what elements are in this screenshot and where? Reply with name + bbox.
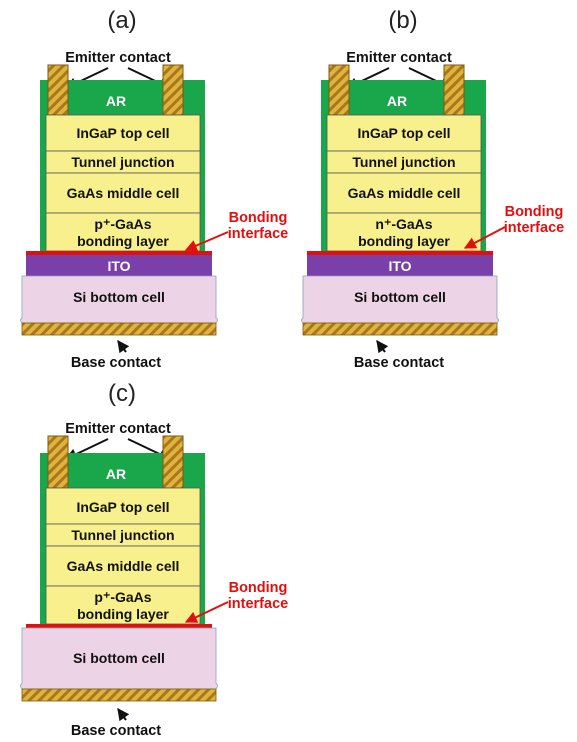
base-contact <box>302 322 498 336</box>
emitter-contact-label: Emitter contact <box>65 50 171 66</box>
emitter-contact-right <box>162 435 184 489</box>
iii-v-stack <box>326 114 482 252</box>
bonding-interface-arrow <box>184 231 229 252</box>
layer-label-ito: ITO <box>107 258 130 274</box>
bonding-interface-arrow <box>184 601 229 623</box>
layer-label-tunnel: Tunnel junction <box>352 154 455 170</box>
layer-label-middle-cell: GaAs middle cell <box>348 185 461 201</box>
emitter-contact-right <box>162 64 184 116</box>
layer-label-si-cell: Si bottom cell <box>354 289 446 305</box>
emitter-contact-left <box>47 64 69 116</box>
emitter-contact-right <box>443 64 465 116</box>
layer-label-top-cell: InGaP top cell <box>76 499 169 515</box>
layer-label-middle-cell: GaAs middle cell <box>67 558 180 574</box>
layer-ito <box>26 255 212 276</box>
ar-label: AR <box>106 93 126 109</box>
panel-label: (c) <box>108 380 136 407</box>
panel-label: (b) <box>388 7 417 34</box>
layer-bonding-layer <box>326 212 482 252</box>
bonding-interface-label-2: interface <box>504 220 564 236</box>
layer-ingap-top-cell <box>45 487 201 525</box>
layer-ingap-top-cell <box>45 114 201 152</box>
base-arrow <box>376 340 389 354</box>
bonding-interface-line <box>26 624 212 628</box>
emitter-contact-label: Emitter contact <box>346 50 452 66</box>
panel-c: (c) Emitter contact AR InGaP top cell Tu… <box>20 380 288 739</box>
ar-label: AR <box>106 466 126 482</box>
emitter-contact-label: Emitter contact <box>65 421 171 437</box>
bonding-interface-line <box>26 251 212 255</box>
emitter-contact-left <box>328 64 350 116</box>
panel-a: (a) Emitter contact AR InGaP top cell Tu… <box>20 7 288 371</box>
base-contact-label: Base contact <box>71 723 161 739</box>
layer-label-middle-cell: GaAs middle cell <box>67 185 180 201</box>
layer-label-bond-2: bonding layer <box>77 233 169 249</box>
emitter-contact-left <box>47 435 69 489</box>
panel-label: (a) <box>107 7 136 34</box>
layer-ingap-top-cell <box>326 114 482 152</box>
layer-label-si-cell: Si bottom cell <box>73 289 165 305</box>
layer-bonding-layer <box>45 212 201 252</box>
bonding-interface-label-1: Bonding <box>229 580 288 596</box>
layer-label-bond-2: bonding layer <box>358 233 450 249</box>
iii-v-stack <box>45 114 201 252</box>
bonding-interface-label-1: Bonding <box>505 204 564 220</box>
base-contact-label: Base contact <box>354 355 444 371</box>
bonding-interface-label-2: interface <box>228 596 288 612</box>
layer-label-bond-1: n⁺-GaAs <box>375 216 432 232</box>
layer-label-tunnel: Tunnel junction <box>71 527 174 543</box>
layer-label-tunnel: Tunnel junction <box>71 154 174 170</box>
layer-label-si-cell: Si bottom cell <box>73 650 165 666</box>
base-arrow <box>117 708 130 722</box>
bonding-interface-label-2: interface <box>228 226 288 242</box>
layer-label-bond-1: p⁺-GaAs <box>94 589 151 605</box>
base-contact-label: Base contact <box>71 355 161 371</box>
layer-label-bond-1: p⁺-GaAs <box>94 216 151 232</box>
layer-label-ito: ITO <box>388 258 411 274</box>
base-contact <box>21 688 217 702</box>
bonding-interface-arrow <box>463 226 506 249</box>
bonding-interface-line <box>307 251 493 255</box>
layer-label-top-cell: InGaP top cell <box>357 125 450 141</box>
layer-label-bond-2: bonding layer <box>77 606 169 622</box>
layer-gaas-middle-cell <box>45 172 201 214</box>
base-arrow <box>117 340 130 354</box>
base-contact <box>21 322 217 336</box>
layer-label-top-cell: InGaP top cell <box>76 125 169 141</box>
bonding-interface-label-1: Bonding <box>229 210 288 226</box>
panel-b: (b) Emitter contact AR InGaP top cell Tu… <box>301 7 564 371</box>
ar-label: AR <box>387 93 407 109</box>
iii-v-stack <box>45 487 201 625</box>
layer-gaas-middle-cell <box>45 545 201 587</box>
layer-ito <box>307 255 493 276</box>
